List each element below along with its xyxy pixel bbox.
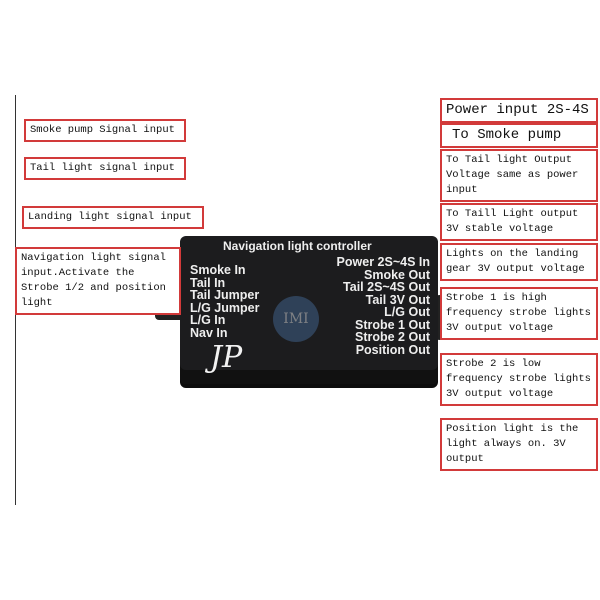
annotation-strobe2: Strobe 2 is low frequency strobe lights … — [440, 353, 598, 406]
input-label: L/G In — [190, 313, 226, 327]
output-labels: Power 2S~4S In Smoke Out Tail 2S~4S Out … — [337, 256, 430, 356]
input-labels: Smoke In Tail In Tail Jumper L/G Jumper … — [190, 264, 259, 339]
input-label: Tail In — [190, 275, 226, 290]
output-label: Power 2S~4S In — [336, 255, 430, 269]
annotation-tail-in: Tail light signal input — [24, 157, 186, 180]
annotation-position: Position light is the light always on. 3… — [440, 418, 598, 471]
watermark: IMI — [273, 296, 319, 342]
input-label: Nav In — [190, 325, 228, 340]
annotation-power: Power input 2S-4S — [440, 98, 598, 123]
annotation-tail-2s4s: To Tail light Output Voltage same as pow… — [440, 149, 598, 202]
input-label: Smoke In — [190, 263, 246, 277]
output-label: L/G Out — [384, 305, 430, 319]
output-label: Tail 2S~4S Out — [343, 280, 430, 294]
annotation-smoke-out: To Smoke pump — [440, 123, 598, 148]
output-label: Smoke Out — [364, 267, 430, 282]
input-label: L/G Jumper — [190, 300, 260, 315]
annotation-lg-out: Lights on the landing gear 3V output vol… — [440, 243, 598, 281]
annotation-lg-in: Landing light signal input — [22, 206, 204, 229]
output-label: Strobe 1 Out — [354, 317, 430, 332]
input-label: Tail Jumper — [190, 288, 260, 302]
output-label: Strobe 2 Out — [354, 330, 430, 344]
controller-device: IMI Navigation light controller Smoke In… — [180, 236, 438, 384]
annotation-tail-3v: To Taill Light output 3V stable voltage — [440, 203, 598, 241]
annotation-strobe1: Strobe 1 is high frequency strobe lights… — [440, 287, 598, 340]
annotation-nav-in: Navigation light signal input.Activate t… — [15, 247, 181, 315]
jp-logo: JP — [210, 340, 243, 375]
device-title: Navigation light controller — [223, 239, 372, 253]
output-label: Tail 3V Out — [365, 292, 430, 307]
annotation-smoke-in: Smoke pump Signal input — [24, 119, 186, 142]
output-label: Position Out — [355, 342, 430, 357]
